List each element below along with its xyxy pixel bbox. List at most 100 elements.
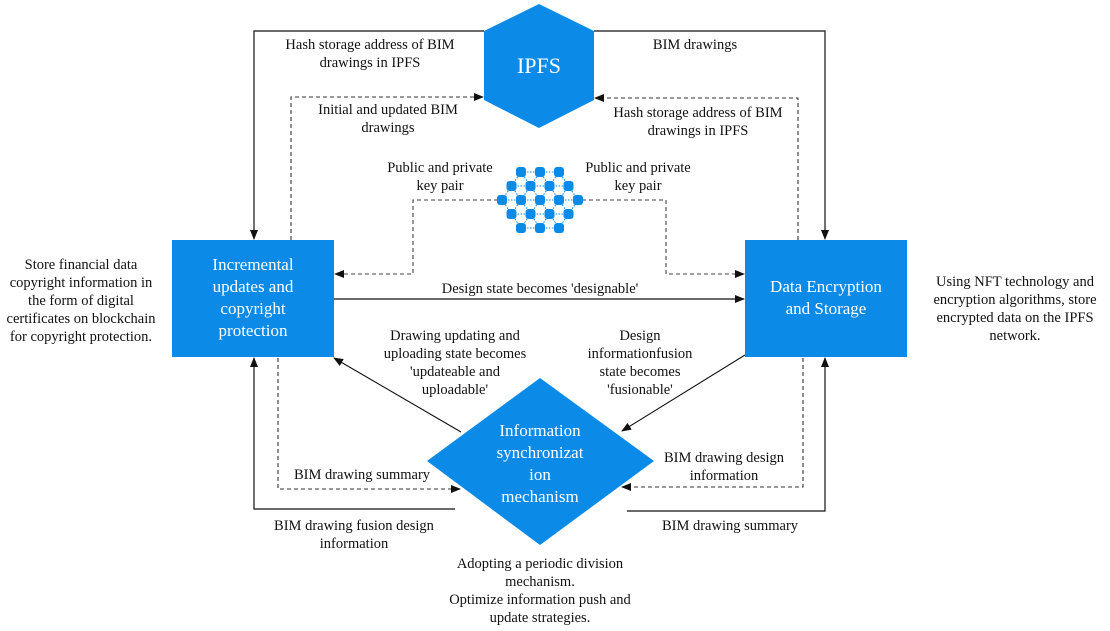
label-fusion-design-bottom: BIM drawing fusion design information bbox=[254, 517, 454, 553]
incremental-updates-label: Incremental updates and copyright protec… bbox=[172, 254, 334, 342]
label-line: Hash storage address of BIM bbox=[613, 105, 783, 121]
label-line: Initial and updated BIM bbox=[318, 102, 458, 118]
label-line: mechanism. bbox=[505, 574, 575, 590]
incremental-updates-node bbox=[172, 240, 334, 357]
blockchain-block bbox=[535, 195, 545, 205]
label-line: information bbox=[689, 468, 759, 484]
blockchain-block bbox=[535, 167, 545, 177]
blockchain-block bbox=[516, 195, 526, 205]
label-line: 'fusionable' bbox=[607, 382, 673, 398]
label-line: BIM drawing summary bbox=[661, 518, 799, 534]
edge-keypair-to-encryption-dashed bbox=[582, 199, 745, 278]
label-line: state becomes bbox=[599, 364, 681, 380]
label-line: Incremental bbox=[212, 255, 294, 274]
blockchain-block bbox=[525, 181, 536, 191]
blockchain-block bbox=[563, 181, 574, 191]
edge-encryption-to-ipfs-dashed bbox=[594, 94, 799, 240]
label-line: updates and bbox=[212, 277, 294, 296]
edge-encryption-to-sync bbox=[621, 354, 746, 432]
blockchain-block bbox=[554, 167, 564, 177]
label-line: encryption algorithms, store bbox=[933, 292, 1097, 308]
label-line: Optimize information push and bbox=[449, 592, 631, 608]
label-line: informationfusion bbox=[587, 346, 693, 362]
edge-ipfs-to-incremental bbox=[250, 30, 484, 240]
blockchain-block bbox=[506, 181, 517, 191]
blockchain-block bbox=[497, 195, 507, 205]
label-line: key pair bbox=[416, 178, 464, 194]
blockchain-block bbox=[516, 167, 526, 177]
edge-ipfs-to-encryption bbox=[594, 30, 829, 240]
blockchain-block bbox=[535, 223, 545, 233]
label-line: Information bbox=[499, 421, 581, 440]
label-bim-drawings-top: BIM drawings bbox=[620, 36, 770, 54]
edge-incremental-summary-to-sync-dashed bbox=[277, 358, 461, 493]
blockchain-block bbox=[573, 195, 583, 205]
label-keypair-right: Public and private key pair bbox=[578, 159, 698, 195]
ipfs-node bbox=[484, 4, 594, 128]
blockchain-network-icon bbox=[497, 167, 583, 233]
label-design-info-right: BIM drawing design information bbox=[654, 449, 794, 485]
blockchain-block bbox=[544, 181, 555, 191]
edge-sync-to-incremental bbox=[333, 357, 462, 433]
label-line: BIM drawings bbox=[652, 37, 738, 53]
label-line: network. bbox=[989, 328, 1041, 344]
label-line: ion bbox=[529, 465, 551, 484]
label-summary-left: BIM drawing summary bbox=[282, 466, 442, 484]
blockchain-block bbox=[554, 223, 564, 233]
label-designable: Design state becomes 'designable' bbox=[380, 280, 700, 298]
label-line: BIM drawing summary bbox=[293, 467, 431, 483]
label-line: certificates on blockchain bbox=[6, 311, 156, 327]
label-line: key pair bbox=[614, 178, 662, 194]
blockchain-block bbox=[563, 209, 574, 219]
edge-sync-summary-to-encryption bbox=[627, 357, 829, 512]
ipfs-label: IPFS bbox=[516, 53, 562, 78]
blockchain-block bbox=[525, 209, 536, 219]
label-line: copyright information in bbox=[9, 275, 153, 291]
label-line: mechanism bbox=[501, 487, 579, 506]
sync-mechanism-node bbox=[427, 378, 654, 545]
label-line: Using NFT technology and bbox=[935, 274, 1094, 290]
label-line: drawings in IPFS bbox=[319, 55, 421, 71]
annotation-bottom: Adopting a periodic division mechanism. … bbox=[430, 555, 650, 627]
label-line: Store financial data bbox=[24, 257, 138, 273]
label-keypair-left: Public and private key pair bbox=[380, 159, 500, 195]
data-encryption-node bbox=[745, 240, 907, 357]
annotation-right: Using NFT technology and encryption algo… bbox=[920, 273, 1110, 345]
label-line: Design state becomes 'designable' bbox=[441, 281, 639, 297]
label-line: drawings bbox=[361, 120, 415, 136]
label-hash-right: Hash storage address of BIM drawings in … bbox=[598, 104, 798, 140]
label-line: uploading state becomes bbox=[383, 346, 527, 362]
label-fusionable: Design informationfusion state becomes '… bbox=[580, 327, 700, 399]
blockchain-block bbox=[506, 209, 517, 219]
label-line: drawings in IPFS bbox=[647, 123, 749, 139]
label-line: Public and private bbox=[585, 160, 691, 176]
label-line: Adopting a periodic division bbox=[456, 556, 624, 572]
blockchain-block bbox=[516, 223, 526, 233]
label-updateable: Drawing updating and uploading state bec… bbox=[365, 327, 545, 399]
label-line: for copyright protection. bbox=[9, 329, 153, 345]
edge-encryption-design-to-sync-dashed bbox=[621, 358, 804, 491]
label-line: Design bbox=[619, 328, 661, 344]
label-line: Drawing updating and bbox=[390, 328, 520, 344]
label-line: BIM drawing design bbox=[663, 450, 784, 466]
label-line: Data Encryption bbox=[770, 277, 882, 296]
label-line: BIM drawing fusion design bbox=[274, 518, 434, 534]
label-line: update strategies. bbox=[489, 610, 591, 626]
label-initial-updated: Initial and updated BIM drawings bbox=[298, 101, 478, 137]
label-line: 'updateable and bbox=[410, 364, 500, 380]
label-summary-bottom-right: BIM drawing summary bbox=[650, 517, 810, 535]
label-hash-left: Hash storage address of BIM drawings in … bbox=[270, 36, 470, 72]
edge-incremental-to-ipfs-dashed bbox=[290, 93, 484, 240]
label-line: Hash storage address of BIM bbox=[285, 37, 455, 53]
annotation-left: Store financial data copyright informati… bbox=[0, 256, 162, 346]
data-encryption-label: Data Encryption and Storage bbox=[745, 276, 907, 320]
label-line: encrypted data on the IPFS bbox=[936, 310, 1094, 326]
edge-sync-fusion-to-incremental bbox=[250, 357, 455, 510]
label-line: information bbox=[319, 536, 389, 552]
label-line: the form of digital bbox=[28, 293, 134, 309]
label-line: Public and private bbox=[387, 160, 493, 176]
blockchain-block bbox=[544, 209, 555, 219]
label-line: protection bbox=[218, 321, 288, 340]
label-line: and Storage bbox=[785, 299, 867, 318]
label-line: uploadable' bbox=[421, 382, 489, 398]
